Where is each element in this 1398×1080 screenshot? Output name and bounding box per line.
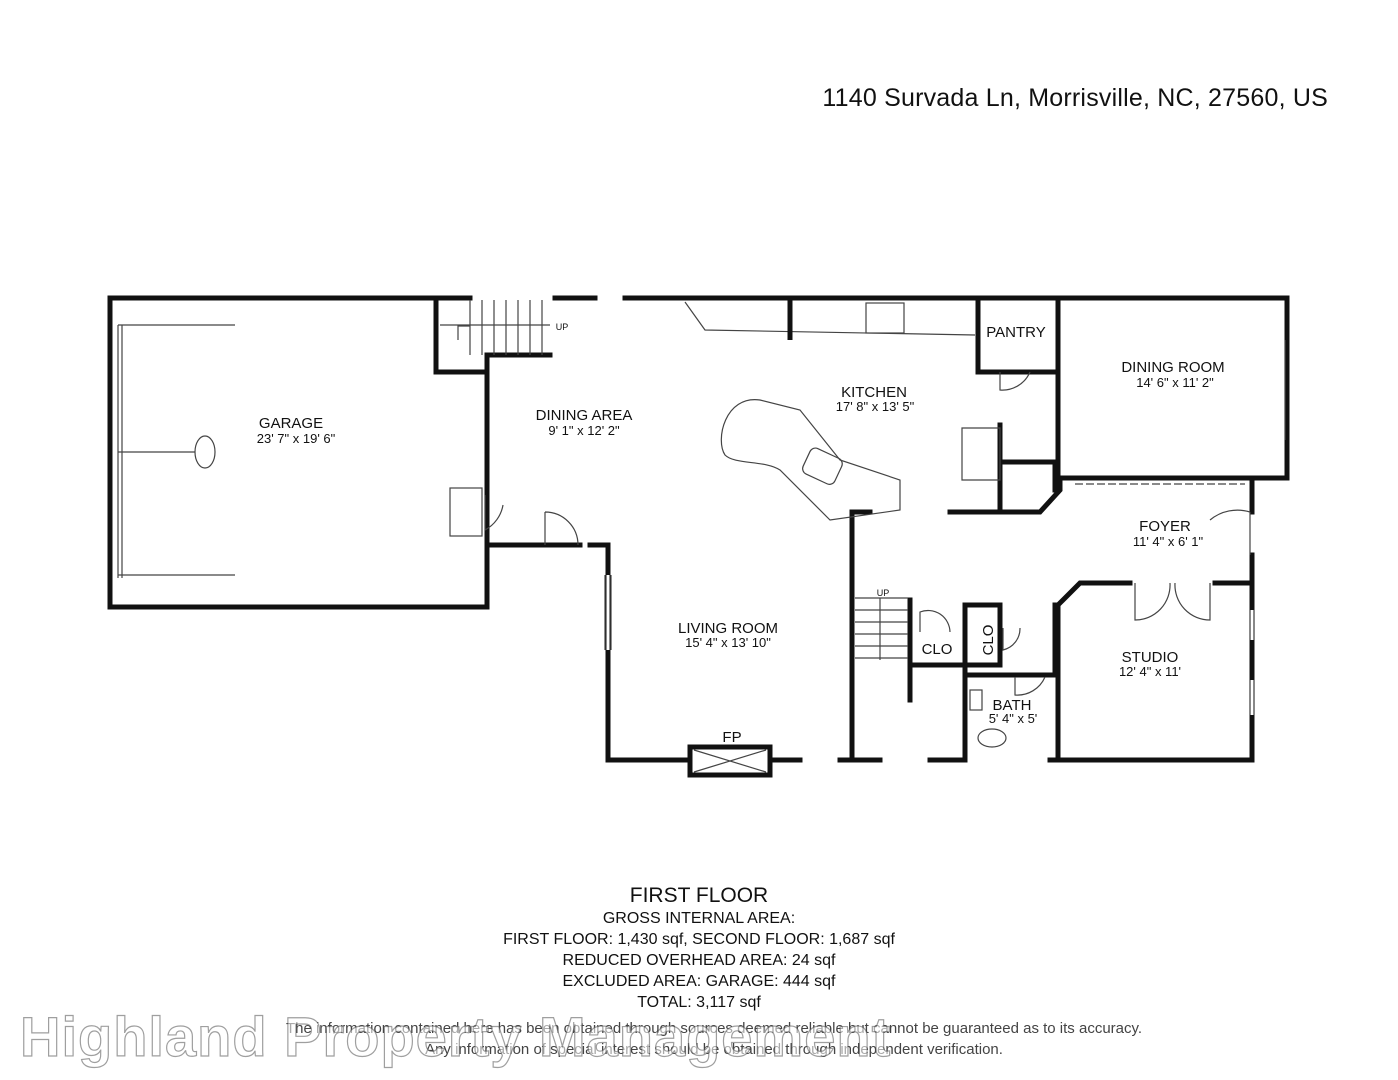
closet-1-label: CLO	[922, 641, 953, 658]
dining-room-dims: 14' 6" x 11' 2"	[1136, 375, 1214, 390]
pantry-label: PANTRY	[986, 324, 1045, 341]
exterior-wall-top-right	[972, 295, 1290, 481]
fireplace-box	[687, 744, 773, 778]
closet-2-label: CLO	[980, 625, 997, 656]
kitchen-stove	[865, 302, 905, 334]
garage-label: GARAGE	[259, 415, 323, 432]
floor-title: FIRST FLOOR	[629, 884, 769, 907]
door-closet-2	[1002, 627, 1021, 651]
studio-dims: 12' 4" x 11'	[1119, 664, 1181, 679]
stairs-1	[440, 300, 550, 355]
watermark: Highland Property Management	[19, 1004, 892, 1068]
living-room-label: LIVING ROOM	[678, 620, 778, 637]
closet-wall-1	[907, 597, 1003, 763]
door-closet-1	[919, 609, 951, 633]
kitchen-dims: 17' 8" x 13' 5"	[836, 399, 915, 414]
stairs-2	[855, 597, 908, 660]
dining-room-label: DINING ROOM	[1121, 359, 1224, 376]
foyer-label: FOYER	[1139, 518, 1191, 535]
summary-line: TOTAL: 3,117 sqf	[637, 994, 761, 1011]
kitchen-south-wall	[947, 475, 1063, 515]
fireplace-label: FP	[722, 729, 741, 746]
bath-label: BATH	[993, 697, 1032, 714]
garage-opener	[194, 435, 216, 469]
foyer-dims: 11' 4" x 6' 1"	[1133, 534, 1204, 549]
pantry-lower	[997, 422, 1058, 513]
bath-wall	[962, 602, 1058, 678]
toilet	[977, 728, 1007, 748]
summary-line: FIRST FLOOR: 1,430 sqf, SECOND FLOOR: 1,…	[503, 931, 895, 948]
living-room-dims: 15' 4" x 13' 10"	[685, 635, 771, 650]
kitchen-island	[720, 399, 901, 521]
door-pantry	[999, 371, 1031, 391]
garage-steps	[449, 487, 483, 537]
studio-label: STUDIO	[1122, 649, 1179, 666]
property-address: 1140 Survada Ln, Morrisville, NC, 27560,…	[822, 84, 1328, 112]
door-bath	[1014, 676, 1046, 696]
door-dining	[544, 511, 579, 546]
kitchen-sink	[802, 447, 843, 485]
summary-line: GROSS INTERNAL AREA:	[602, 910, 796, 927]
disclaimer-line: Any information of special interest shou…	[425, 1041, 1003, 1058]
kitchen-label: KITCHEN	[841, 384, 907, 401]
door-garage	[484, 495, 504, 532]
disclaimer-line: The information contained here has been …	[285, 1020, 1143, 1037]
studio-wall	[1054, 580, 1255, 609]
kitchen-counter	[684, 301, 976, 336]
studio-west-wall	[1055, 602, 1255, 763]
bath-dims: 5' 4" x 5'	[989, 711, 1038, 726]
garage-dims: 23' 7" x 19' 6"	[257, 431, 336, 446]
door-studio	[1134, 582, 1211, 621]
area-summary: FIRST FLOOR GROSS INTERNAL AREA: FIRST F…	[0, 884, 1398, 1013]
living-south-wall	[767, 509, 873, 763]
dining-area-label: DINING AREA	[536, 407, 633, 424]
summary-line: REDUCED OVERHEAD AREA: 24 sqf	[562, 952, 836, 969]
stairs-up-label-1: UP	[556, 322, 569, 332]
stairs-up-label-2: UP	[877, 588, 890, 598]
stair-wall	[484, 352, 553, 375]
summary-line: EXCLUDED AREA: GARAGE: 444 sqf	[562, 973, 836, 990]
dining-area-dims: 9' 1" x 12' 2"	[548, 423, 620, 438]
garage-connector-wall	[484, 542, 693, 763]
disclaimer: The information contained here has been …	[0, 1018, 1398, 1060]
door-foyer	[1209, 509, 1251, 555]
